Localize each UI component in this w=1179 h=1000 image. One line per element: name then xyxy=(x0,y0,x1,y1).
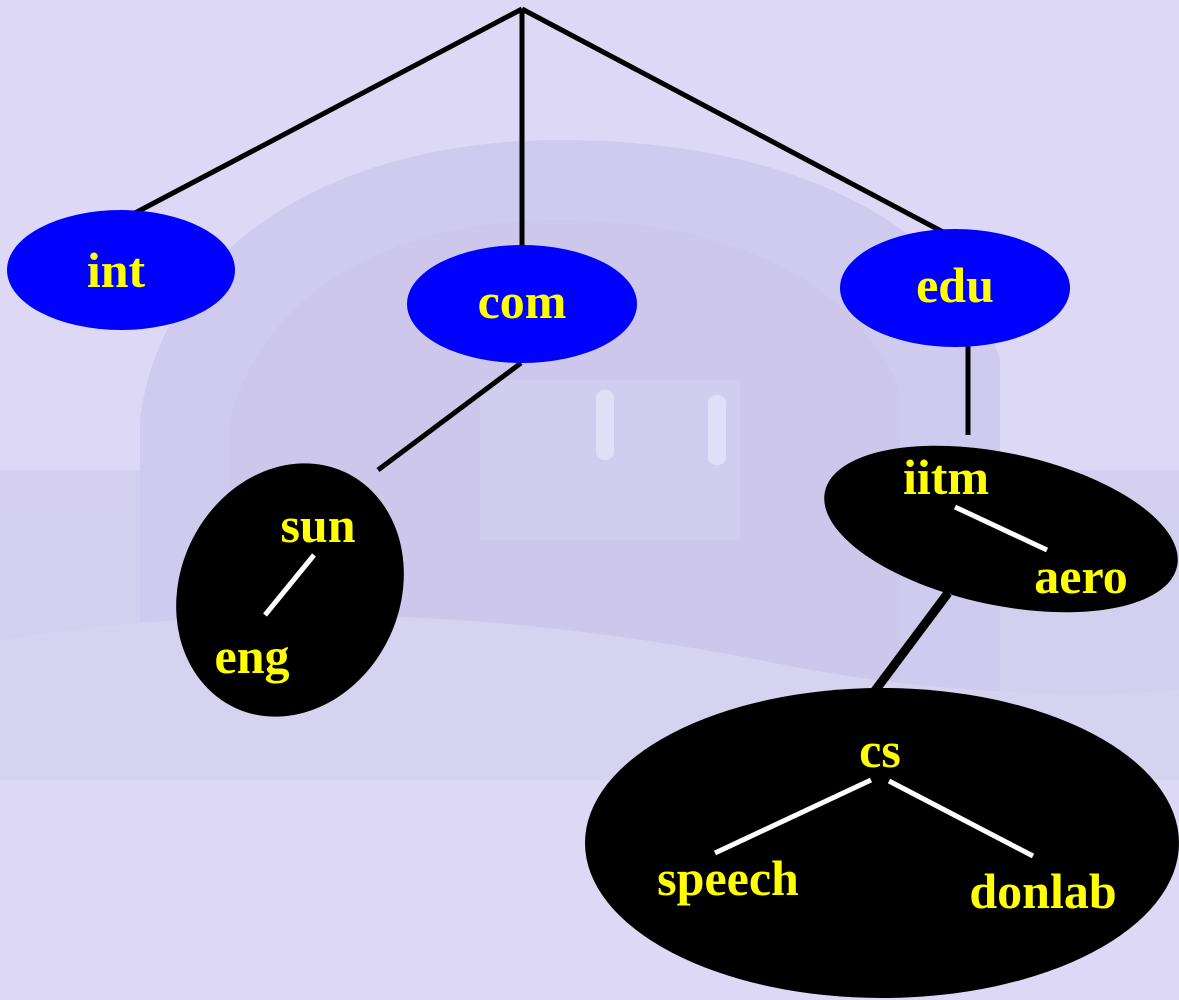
label-aero: aero xyxy=(1034,548,1127,604)
edge-iitm-cs xyxy=(870,590,952,695)
node-cs-zone xyxy=(585,688,1179,998)
label-sun: sun xyxy=(280,497,355,553)
label-donlab: donlab xyxy=(969,863,1116,919)
label-edu: edu xyxy=(916,257,994,313)
label-iitm: iitm xyxy=(903,449,989,505)
label-eng: eng xyxy=(215,628,290,684)
label-com: com xyxy=(478,273,567,329)
node-com xyxy=(407,245,637,363)
edge-cs-speech xyxy=(713,777,873,856)
edge-com-sun xyxy=(376,360,523,473)
node-int xyxy=(7,210,235,330)
edge-cs-donlab xyxy=(887,778,1035,859)
edge-root-int xyxy=(133,6,524,216)
edge-iitm-aero xyxy=(953,504,1049,553)
edge-sun-eng xyxy=(263,553,316,617)
label-cs: cs xyxy=(859,722,901,778)
node-sun-zone xyxy=(176,463,404,717)
label-speech: speech xyxy=(657,850,799,906)
label-int: int xyxy=(87,242,146,298)
node-edu xyxy=(840,229,1070,347)
edge-root-edu xyxy=(520,6,945,235)
